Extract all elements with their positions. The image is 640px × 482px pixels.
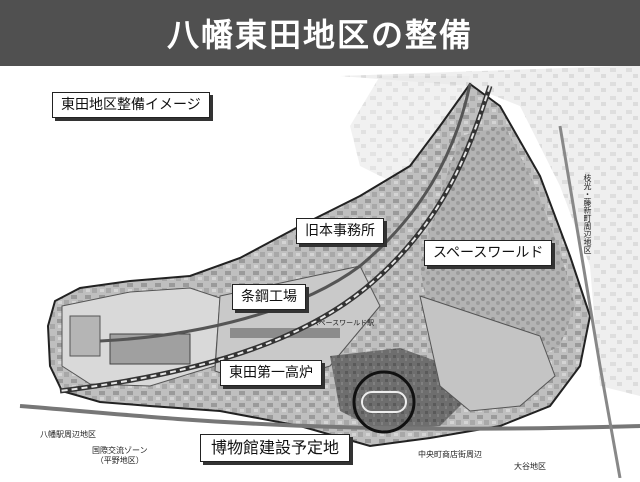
east-road — [558, 125, 622, 479]
highway — [99, 83, 472, 343]
otani-label: 大谷地区 — [514, 462, 546, 471]
steel-mill-label: 条鋼工場 — [232, 284, 306, 310]
blast-furnace-circle — [352, 370, 416, 434]
factory-building — [109, 333, 191, 365]
intl-zone-label: 国際交流ゾーン （平野地区） — [92, 446, 148, 465]
old-office-label: 旧本事務所 — [296, 218, 384, 244]
space-world-label: スペースワールド — [424, 240, 553, 266]
upper-city — [350, 76, 470, 186]
map-title-label: 東田地区整備イメージ — [52, 92, 210, 118]
factory-building-2 — [69, 315, 101, 357]
station-label: スペースワールド駅 — [312, 319, 375, 327]
blast-furnace-label: 東田第一高炉 — [220, 360, 322, 386]
bottom-road — [19, 404, 640, 431]
chuo-shopping-label: 中央町商店街周辺 — [418, 450, 482, 459]
museum-site-label: 博物館建設予定地 — [200, 434, 351, 462]
title-bar: 八幡東田地区の整備 — [0, 0, 640, 66]
track-oval — [361, 391, 407, 413]
long-building — [230, 328, 340, 338]
yahata-station-area-label: 八幡駅周辺地区 — [40, 430, 96, 439]
south-east-block — [419, 295, 556, 412]
edamitsu-label: 枝光・藤新町周辺地区 — [583, 174, 592, 254]
map-drawing — [19, 66, 640, 479]
railway-inner — [59, 85, 491, 392]
area-map: 東田地区整備イメージ 旧本事務所 スペースワールド 条鋼工場 東田第一高炉 博物… — [0, 66, 640, 479]
page-title: 八幡東田地区の整備 — [166, 16, 473, 54]
